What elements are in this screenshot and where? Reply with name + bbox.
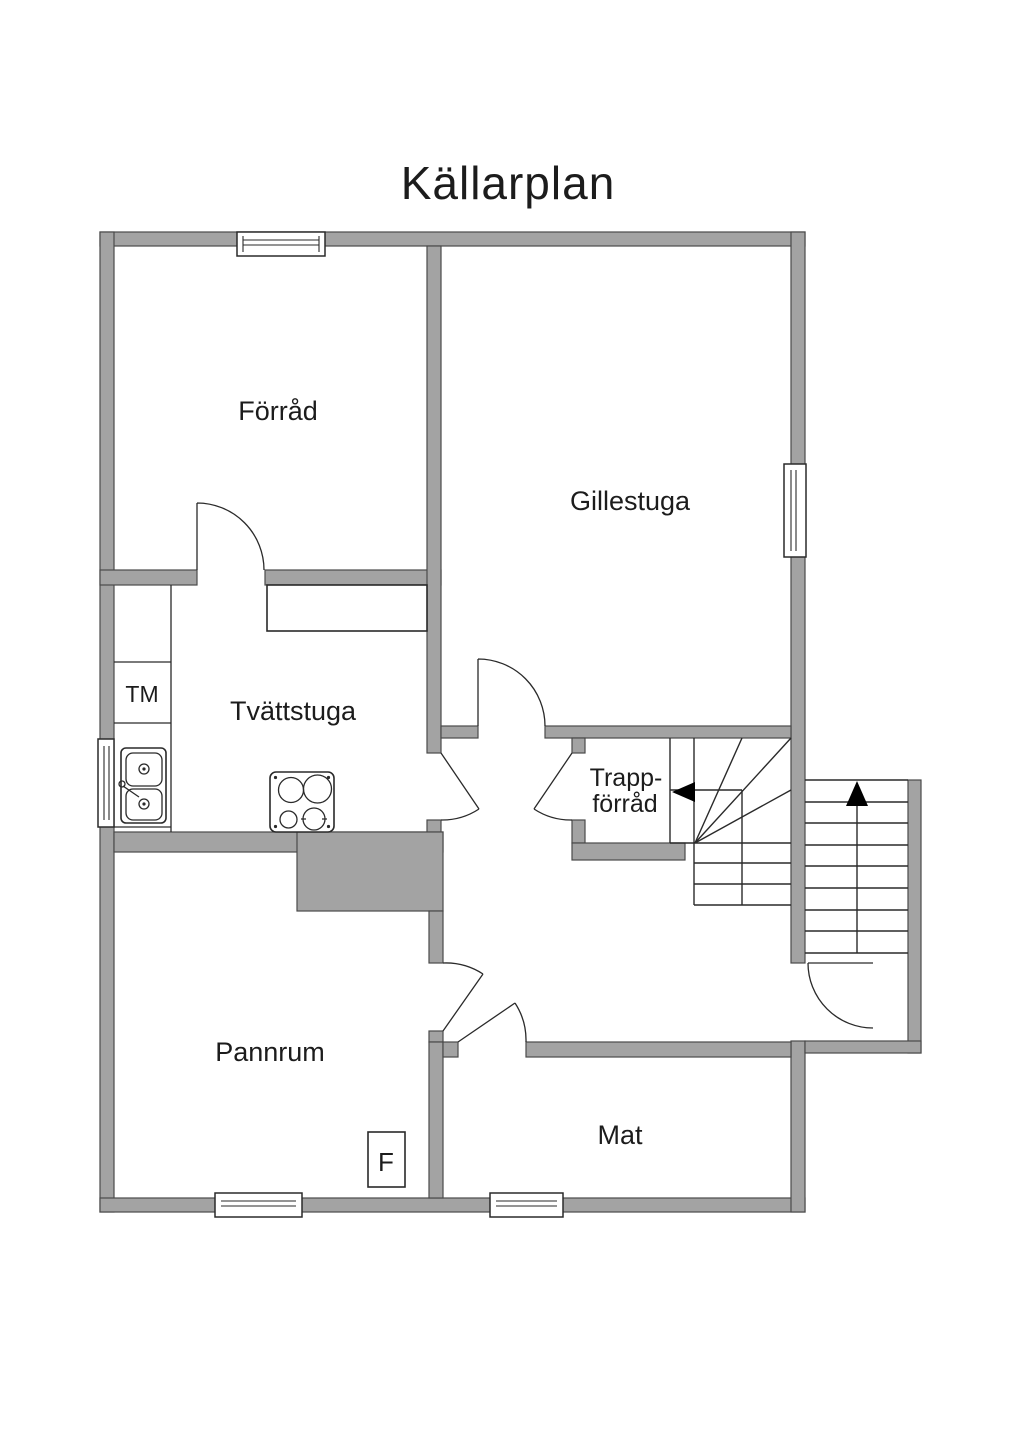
stair-winder-line	[694, 737, 792, 844]
door-gillestuga	[477, 658, 546, 727]
windows	[97, 231, 807, 1218]
stair-winder-line	[694, 789, 792, 844]
door-tvattstuga-hall	[440, 752, 480, 821]
arrow-up-icon	[846, 781, 868, 806]
wall-pannrum-hall	[428, 910, 444, 964]
wall-gillestuga-bottom-right	[544, 725, 792, 739]
room-label-trappforrad-line1: Trapp-	[590, 764, 663, 792]
room-label-forrad: Förråd	[238, 396, 318, 426]
room-label-gillestuga: Gillestuga	[570, 486, 691, 516]
door-pannrum	[442, 962, 484, 1032]
door-mat	[457, 1002, 527, 1043]
doors	[196, 502, 874, 1043]
stair-winder-line	[694, 737, 743, 844]
labels: Källarplan Förråd Gillestuga Tvättstuga …	[125, 157, 691, 1177]
wall-exterior-right-upper	[790, 231, 806, 964]
stairs-interior	[669, 737, 792, 906]
window-mat	[489, 1192, 564, 1218]
arrow-left-icon	[672, 782, 695, 802]
wall-exterior-bottom	[99, 1197, 806, 1213]
wall-exterior-top	[99, 231, 806, 247]
page-title: Källarplan	[401, 157, 616, 209]
wall-middle-vertical	[426, 245, 442, 754]
wall-mat-top-left	[442, 1041, 459, 1058]
sink-icon	[118, 747, 167, 824]
wall-exterior-right-lower	[790, 1040, 806, 1213]
wall-trappforrad-left-lower	[571, 819, 586, 844]
wall-mat-top-right	[525, 1041, 792, 1058]
wall-gillestuga-bottom-left	[440, 725, 479, 739]
window-tvattstuga	[97, 738, 115, 828]
washing-machine-label: TM	[125, 681, 158, 707]
wall-chimney-block	[296, 831, 444, 912]
wall-stair-enclosure-right	[907, 779, 922, 1054]
wall-forrad-tvattstuga-left	[99, 569, 198, 586]
wall-pannrum-door-stub	[428, 1030, 444, 1043]
window-gillestuga	[783, 463, 807, 558]
door-entrance-under-stairs	[807, 962, 874, 1029]
window-forrad	[236, 231, 326, 257]
bench-icon	[266, 584, 428, 632]
freezer-box	[367, 1131, 406, 1188]
freezer-label: F	[378, 1147, 394, 1177]
fixtures	[114, 584, 428, 1188]
room-label-pannrum: Pannrum	[215, 1037, 325, 1067]
wall-middle-vertical-stub	[426, 819, 442, 834]
wall-exterior-left	[99, 231, 115, 1213]
door-forrad	[196, 502, 265, 571]
wall-trappforrad-bottom	[571, 842, 686, 861]
window-pannrum	[214, 1192, 303, 1218]
stove-icon	[269, 771, 335, 833]
wall-trappforrad-left-upper	[571, 737, 586, 754]
stairs-exterior	[805, 779, 908, 954]
walls	[99, 231, 922, 1213]
room-label-trappforrad-line2: förråd	[592, 790, 657, 818]
counter-bench-icon	[114, 585, 172, 832]
wall-stair-enclosure-bottom	[804, 1040, 922, 1054]
wall-forrad-tvattstuga-right	[264, 569, 442, 586]
door-trappforrad-hall	[533, 752, 573, 821]
wall-pannrum-mat	[428, 1041, 444, 1199]
room-label-mat: Mat	[597, 1120, 643, 1150]
room-label-tvattstuga: Tvättstuga	[230, 696, 357, 726]
